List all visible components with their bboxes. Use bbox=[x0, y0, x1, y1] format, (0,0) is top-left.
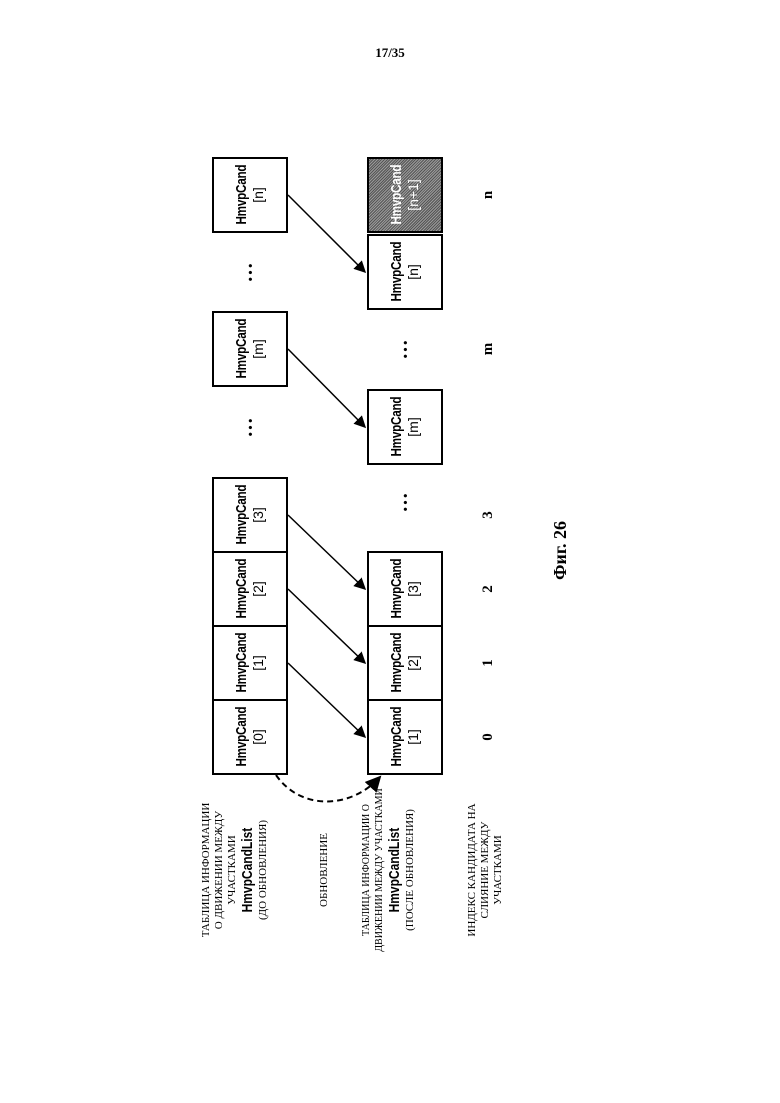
shift-arrow-n bbox=[288, 195, 365, 272]
diagram-stage: ТАБЛИЦА ИНФОРМАЦИИ О ДВИЖЕНИИ МЕЖДУ УЧАС… bbox=[190, 0, 590, 960]
shift-arrow-2 bbox=[288, 589, 365, 663]
shift-arrow-1 bbox=[288, 663, 365, 737]
arrows-layer bbox=[190, 0, 590, 960]
shift-arrow-m bbox=[288, 349, 365, 427]
shift-arrow-3 bbox=[288, 515, 365, 589]
update-arrow bbox=[276, 775, 380, 802]
